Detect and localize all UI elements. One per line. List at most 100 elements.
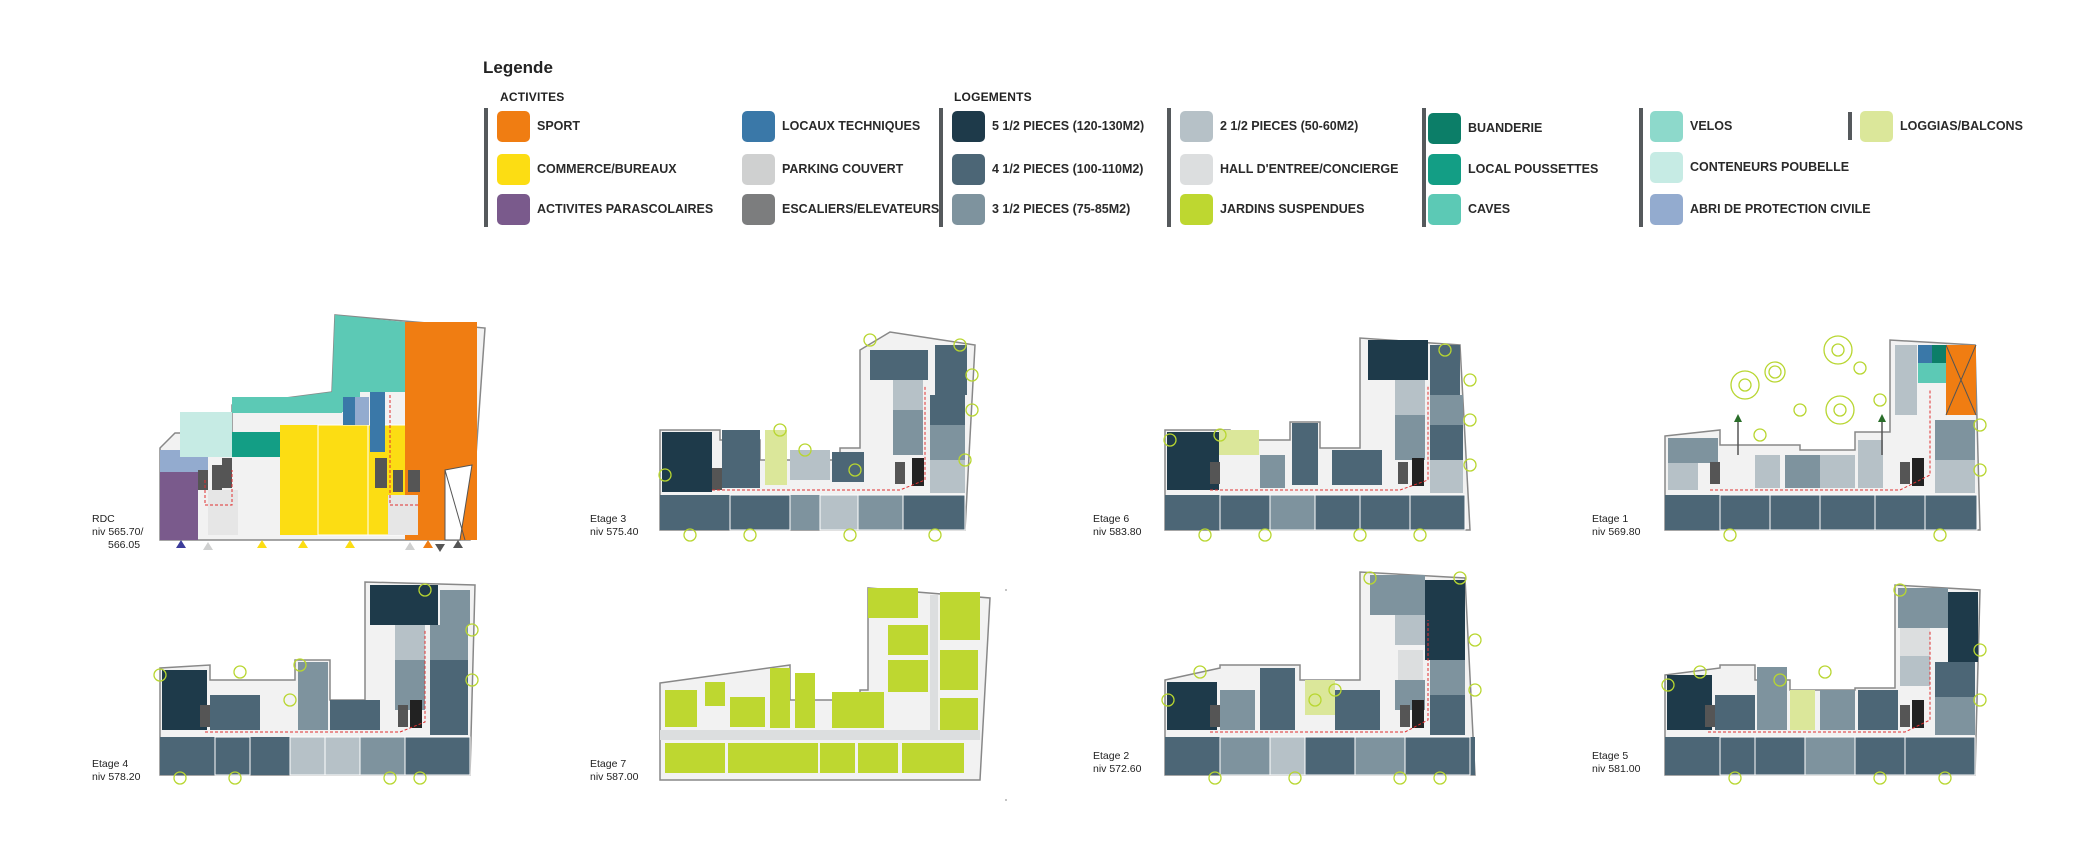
legend-item-4-pieces: 4 1/2 PIECES (100-110M2) — [952, 152, 1143, 186]
legend-label: COMMERCE/BUREAUX — [537, 162, 677, 176]
stair-6 — [408, 470, 420, 492]
legend-label: HALL D'ENTREE/CONCIERGE — [1220, 162, 1399, 176]
swatch-sport — [497, 110, 530, 142]
stair-1 — [198, 470, 208, 490]
plan-etage-3 — [658, 331, 979, 542]
legend-item-loggias: LOGGIAS/BALCONS — [1860, 109, 2023, 143]
plan-name: Etage 1 — [1592, 513, 1629, 525]
legend-item-escaliers: ESCALIERS/ELEVATEURS — [742, 192, 939, 226]
plan-level: niv 569.80 — [1592, 526, 1641, 538]
legend-label: 3 1/2 PIECES (75-85M2) — [992, 202, 1131, 216]
legend-item-activites-parascolaires: ACTIVITES PARASCOLAIRES — [497, 192, 713, 226]
swatch-parking — [742, 153, 775, 185]
swatch-locaux-techniques — [742, 110, 775, 142]
swatch-conteneurs — [1650, 151, 1683, 183]
legend-item-jardins: JARDINS SUSPENDUES — [1180, 192, 1364, 226]
plan-etage-1 — [1664, 335, 1987, 542]
plan-etage-5 — [1661, 583, 1987, 785]
legend: Legende ACTIVITES LOGEMENTS SPORT COMMER… — [0, 0, 2100, 240]
plan-label-etage-5: Etage 5 niv 581.00 — [1592, 750, 1640, 776]
legend-label: LOCAUX TECHNIQUES — [782, 119, 921, 133]
plan-label-etage-7: Etage 7 niv 587.00 — [590, 758, 638, 784]
group-bar-pieces-2 — [1167, 108, 1171, 227]
zone-commerce-2 — [317, 424, 369, 536]
legend-item-buanderie: BUANDERIE — [1428, 111, 1542, 145]
plan-etage-6 — [1163, 337, 1477, 542]
zone-caves-2 — [232, 397, 342, 413]
legend-label: ABRI DE PROTECTION CIVILE — [1690, 202, 1871, 216]
plan-label-etage-6: Etage 6 niv 583.80 — [1093, 513, 1141, 539]
swatch-3-pieces — [952, 193, 985, 225]
swatch-5-pieces — [952, 110, 985, 142]
stair-2 — [212, 465, 222, 490]
zone-technique — [343, 397, 355, 425]
group-bar-velos — [1639, 108, 1643, 227]
legend-item-locaux-techniques: LOCAUX TECHNIQUES — [742, 109, 920, 143]
swatch-caves — [1428, 193, 1461, 225]
legend-label: ACTIVITES PARASCOLAIRES — [537, 202, 714, 216]
legend-item-hall: HALL D'ENTREE/CONCIERGE — [1180, 152, 1398, 186]
swatch-jardins — [1180, 193, 1213, 225]
plan-label-etage-4: Etage 4 niv 578.20 — [92, 758, 140, 784]
swatch-escaliers — [742, 193, 775, 225]
swatch-hall — [1180, 153, 1213, 185]
plan-name: Etage 7 — [590, 758, 627, 770]
group-bar-loggias — [1848, 112, 1852, 140]
legend-label: LOGGIAS/BALCONS — [1900, 119, 2023, 133]
plan-etage-2 — [1161, 571, 1482, 785]
group-title-logements: LOGEMENTS — [954, 90, 1032, 104]
legend-item-commerce-bureaux: COMMERCE/BUREAUX — [497, 152, 677, 186]
zone-commerce-1 — [280, 425, 318, 535]
stair-5 — [393, 470, 403, 492]
plan-rdc — [159, 314, 486, 552]
legend-label: 2 1/2 PIECES (50-60M2) — [1220, 119, 1359, 133]
legend-item-2-pieces: 2 1/2 PIECES (50-60M2) — [1180, 109, 1358, 143]
plan-level: niv 587.00 — [590, 771, 639, 783]
legend-item-velos: VELOS — [1650, 109, 1732, 143]
legend-label: VELOS — [1690, 119, 1733, 133]
plan-label-etage-3: Etage 3 niv 575.40 — [590, 513, 638, 539]
plan-etage-4 — [153, 581, 479, 785]
legend-label: 4 1/2 PIECES (100-110M2) — [992, 162, 1144, 176]
plan-level-2: 566.05 — [108, 539, 141, 551]
plan-name: RDC — [92, 513, 115, 525]
zone-technique-2 — [370, 392, 385, 452]
plan-level: niv 581.00 — [1592, 763, 1641, 775]
swatch-velos — [1650, 110, 1683, 142]
hall-2 — [388, 495, 418, 535]
legend-label: 5 1/2 PIECES (120-130M2) — [992, 119, 1145, 133]
swatch-commerce — [497, 153, 530, 185]
group-title-activites: ACTIVITES — [500, 90, 565, 104]
zone-caves — [232, 315, 405, 412]
zone-abri-2 — [355, 397, 369, 425]
hall-1 — [208, 490, 238, 535]
plan-etage-7 — [659, 587, 991, 781]
plan-name: Etage 5 — [1592, 750, 1629, 762]
swatch-4-pieces — [952, 153, 985, 185]
swatch-poussettes — [1428, 153, 1461, 185]
legend-item-parking-couvert: PARKING COUVERT — [742, 152, 903, 186]
plan-level: niv 572.60 — [1093, 763, 1142, 775]
plan-level: niv 575.40 — [590, 526, 639, 538]
legend-item-local-poussettes: LOCAL POUSSETTES — [1428, 152, 1598, 186]
legend-item-sport: SPORT — [497, 109, 580, 143]
zone-conteneurs — [180, 412, 232, 457]
plan-level: niv 565.70/ — [92, 526, 144, 538]
swatch-buanderie — [1428, 112, 1461, 144]
legend-label: CONTENEURS POUBELLE — [1690, 160, 1850, 174]
plan-name: Etage 6 — [1093, 513, 1130, 525]
legend-item-5-pieces: 5 1/2 PIECES (120-130M2) — [952, 109, 1144, 143]
legend-item-3-pieces: 3 1/2 PIECES (75-85M2) — [952, 192, 1130, 226]
plan-level: niv 578.20 — [92, 771, 141, 783]
swatch-parascolaires — [497, 193, 530, 225]
legend-item-conteneurs: CONTENEURS POUBELLE — [1650, 150, 1849, 184]
legend-item-caves: CAVES — [1428, 192, 1510, 226]
legend-label: SPORT — [537, 119, 581, 133]
group-bar-activites — [484, 108, 488, 227]
legend-item-abri: ABRI DE PROTECTION CIVILE — [1650, 192, 1871, 226]
swatch-loggias — [1860, 110, 1893, 142]
plan-level: niv 583.80 — [1093, 526, 1142, 538]
plan-name: Etage 4 — [92, 758, 129, 770]
group-bar-logements — [939, 108, 943, 227]
